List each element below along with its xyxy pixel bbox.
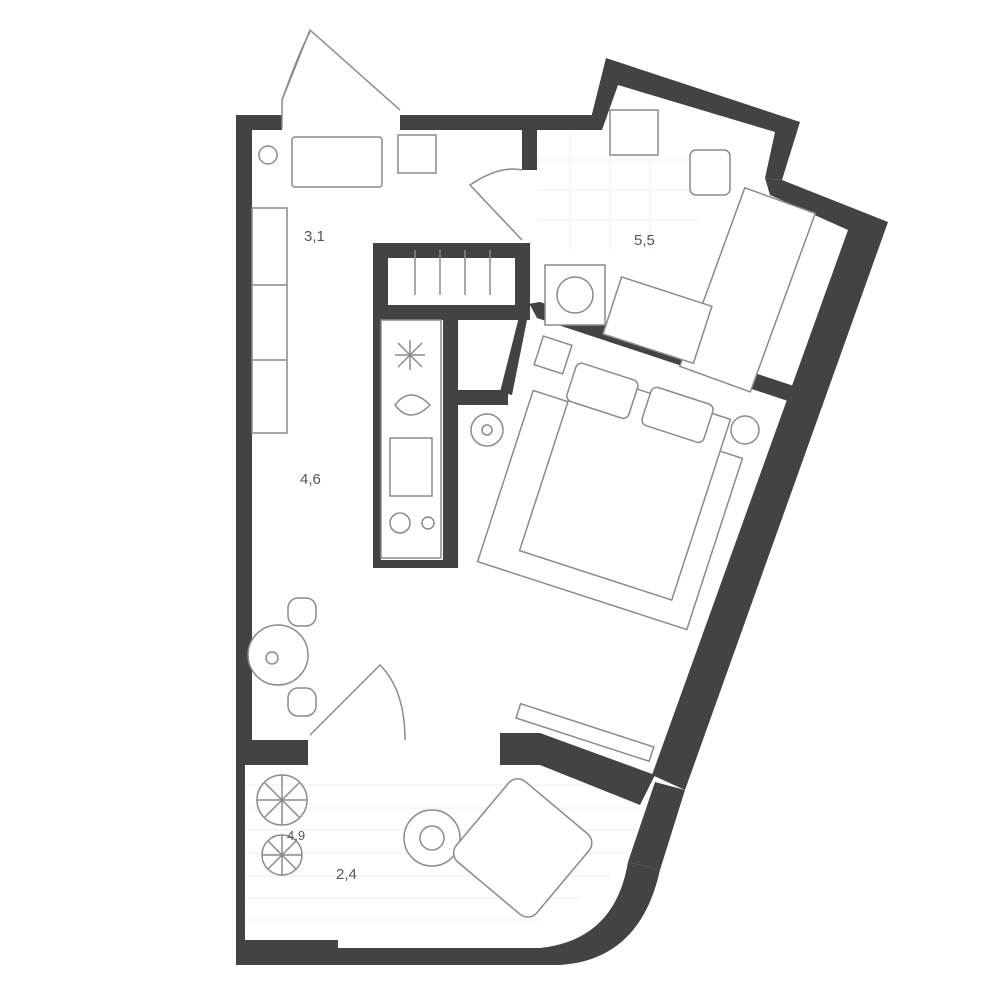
bath-niche-wall <box>588 58 800 180</box>
balcony-wall-left <box>236 740 308 765</box>
chair <box>287 687 317 717</box>
plant-icon <box>256 774 308 826</box>
pillow <box>566 362 639 420</box>
hall-bath-wall <box>522 130 537 170</box>
nightstand <box>533 335 573 375</box>
stove-burner <box>389 512 411 534</box>
top-wall-left <box>236 115 282 130</box>
hood-icon <box>395 340 425 370</box>
kitchen-bed-wall <box>458 390 508 405</box>
closet-box <box>373 243 530 320</box>
hangers-icon <box>414 250 491 295</box>
faucet-icon <box>394 394 432 416</box>
left-wall <box>236 115 252 740</box>
balcony-door[interactable] <box>309 663 406 741</box>
walls <box>236 58 888 965</box>
room-area-balcony: 2,4 <box>336 866 357 883</box>
lamp-icon <box>730 415 760 445</box>
chair <box>287 597 317 627</box>
top-wall-right <box>400 115 600 130</box>
entrance-door[interactable] <box>281 28 401 128</box>
kitchen-left-wall <box>373 318 381 568</box>
wardrobe <box>251 207 288 434</box>
sink <box>389 437 433 497</box>
balcony-bottom-wall <box>236 940 338 965</box>
ottoman <box>397 134 437 174</box>
bathroom-door[interactable] <box>468 168 523 241</box>
balcony-left-wall <box>236 765 245 945</box>
umbrella-stand-icon <box>258 145 278 165</box>
bench <box>291 136 383 188</box>
balcony-side-wall <box>628 782 685 870</box>
kitchen-bottom-wall <box>373 560 458 568</box>
stove-burner <box>421 516 435 530</box>
cabinet <box>602 275 713 365</box>
room-area-bathroom: 5,5 <box>634 232 655 249</box>
armchair <box>452 778 593 918</box>
toilet <box>689 149 731 196</box>
desk <box>515 702 655 763</box>
balcony-wall-right <box>500 733 655 805</box>
right-outer-wall <box>652 178 888 790</box>
plant-icon <box>470 413 504 447</box>
washbasin <box>609 109 659 156</box>
kitchen-right-wall <box>443 318 458 568</box>
room-area-kitchen: 4,6 <box>300 471 321 488</box>
washing-machine <box>544 264 606 326</box>
room-area-living: 4,9 <box>287 828 306 843</box>
plant-icon <box>261 834 303 876</box>
bathtub <box>678 186 817 393</box>
pillow <box>641 386 714 444</box>
side-table <box>403 809 461 867</box>
room-area-hallway: 3,1 <box>304 228 325 245</box>
balcony-curved-edge <box>338 862 660 965</box>
